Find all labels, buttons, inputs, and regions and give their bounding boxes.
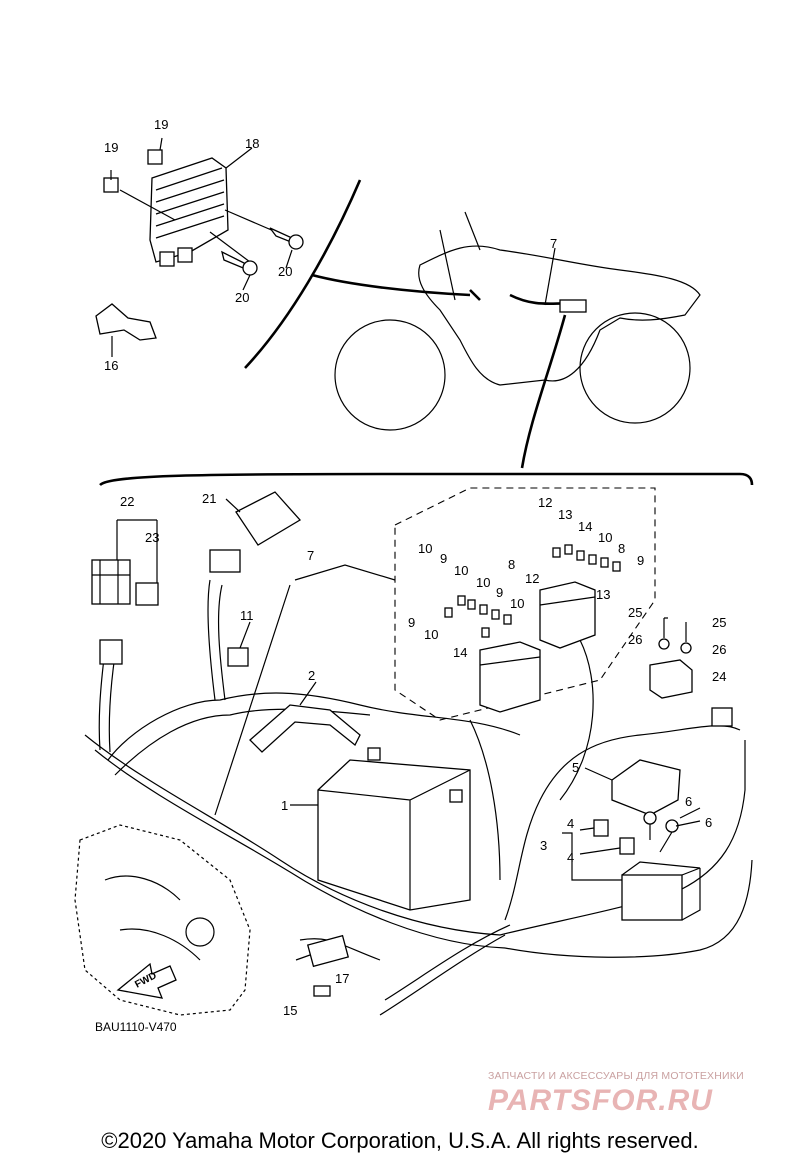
callout-16: 16 [104,358,118,373]
battery-band-2 [249,704,361,753]
callout-25b: 25 [712,615,726,630]
callout-10e: 10 [510,596,524,611]
callout-20a: 20 [278,264,292,279]
callout-9c: 9 [496,585,503,600]
callout-23: 23 [145,530,159,545]
rear-cover-24 [649,618,733,727]
bolt-6a [643,811,657,840]
rectifier-regulator [119,157,291,267]
callout-7-mid: 7 [307,548,314,563]
callout-26b: 26 [712,642,726,657]
bolt-6b [659,819,679,853]
leader-lines [110,137,701,881]
callout-13a: 13 [558,507,572,522]
callout-24: 24 [712,669,726,684]
callout-8a: 8 [618,541,625,556]
callout-6a: 6 [685,794,692,809]
clip-19b [147,149,163,165]
callout-26a: 26 [628,632,642,647]
main-assembly-bracket [99,472,754,487]
fuse-4a [593,819,609,837]
callout-2: 2 [308,668,315,683]
callout-13b: 13 [596,587,610,602]
callout-9b: 9 [440,551,447,566]
fuse-box-dashed-frame [394,487,656,721]
callout-18: 18 [245,136,259,151]
callout-9a: 9 [637,553,644,568]
fuse-4b [619,837,635,855]
copyright-notice: ©2020 Yamaha Motor Corporation, U.S.A. A… [101,1128,699,1153]
callout-9d: 9 [408,615,415,630]
engine-outline [74,824,251,1016]
motorcycle-outline [334,211,701,431]
callout-3: 3 [540,838,547,853]
watermark-tagline: ЗАПЧАСТИ И АКСЕССУАРЫ ДЛЯ МОТОТЕХНИКИ [488,1070,744,1082]
callout-12a: 12 [538,495,552,510]
callout-17: 17 [335,971,349,986]
cable-17 [295,934,350,968]
callout-10c: 10 [454,563,468,578]
callout-4a: 4 [567,816,574,831]
callout-12b: 12 [525,571,539,586]
bolt-15 [313,985,331,997]
pointer-7-top [544,247,556,306]
coupler-11 [227,647,249,667]
callout-10b: 10 [418,541,432,556]
fuse-cluster [444,544,621,638]
callout-10f: 10 [424,627,438,642]
connector-22 [91,559,131,665]
battery-1 [317,747,471,911]
pointer-7-lower [214,564,396,816]
callout-22: 22 [120,494,134,509]
callout-14b: 14 [453,645,467,660]
callout-10d: 10 [476,575,490,590]
clamp-16 [95,303,157,341]
relay-21 [209,491,302,573]
fuse-box-b [479,641,541,713]
callout-20b: 20 [235,290,249,305]
bolt-20a [269,227,304,250]
bolt-20b [221,250,258,276]
clip-19a [103,177,119,193]
callout-8b: 8 [508,557,515,572]
callout-7-top: 7 [550,236,557,251]
battery-cover-5 [611,759,681,816]
callout-15: 15 [283,1003,297,1018]
fuse-box-a [539,581,596,649]
fwd-arrow: FWD [116,962,177,999]
callout-1: 1 [281,798,288,813]
callout-4b: 4 [567,850,574,865]
starter-relay-3 [621,861,701,921]
callout-5: 5 [572,760,579,775]
bracket-pointer [520,314,567,469]
callout-6b: 6 [705,815,712,830]
callout-21: 21 [202,491,216,506]
callout-10a: 10 [598,530,612,545]
section-divider [244,179,362,369]
pointer-line [311,273,471,297]
cover-23 [135,582,159,606]
callout-11: 11 [240,608,254,623]
callout-19b: 19 [154,117,168,132]
callout-19a: 19 [104,140,118,155]
diagram-code: BAU1110-V470 [95,1020,177,1034]
callout-14a: 14 [578,519,592,534]
callout-25a: 25 [628,605,642,620]
watermark-logo: PARTSFOR.RU [488,1084,713,1117]
